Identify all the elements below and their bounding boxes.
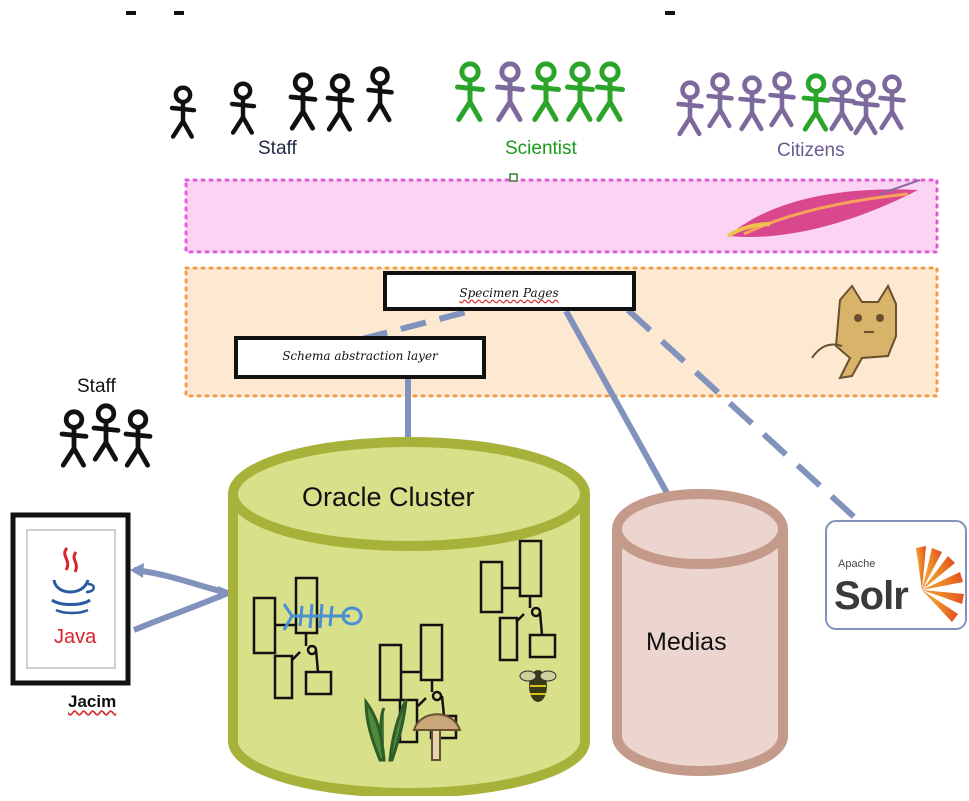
apache-feather-icon xyxy=(726,179,921,238)
citizen-figure-icon xyxy=(831,78,854,129)
schema-layer-box xyxy=(234,336,486,379)
citizens-group xyxy=(679,74,904,134)
oracle-cluster-label: Oracle Cluster xyxy=(302,482,475,512)
side-staff-label: Staff xyxy=(77,376,116,397)
medias-cylinder xyxy=(612,489,788,776)
plant-icon xyxy=(364,697,408,762)
staff-label: Staff xyxy=(258,138,297,159)
oracle-cylinder xyxy=(228,437,590,798)
scientist-figure-icon xyxy=(498,64,523,120)
java-logo-frame xyxy=(26,529,116,669)
staff-figure-icon xyxy=(369,69,392,120)
scientist-figure-icon xyxy=(458,64,483,120)
pages-to-solr-connector xyxy=(625,307,867,529)
java-cup-icon xyxy=(51,547,95,615)
record-box xyxy=(528,633,557,659)
arrowhead-icon xyxy=(218,586,232,600)
staff-figure-icon xyxy=(291,75,315,128)
staff-figure-icon xyxy=(328,76,352,129)
staff-figure-icon xyxy=(172,88,194,137)
staff-figure-icon xyxy=(62,412,86,465)
handle-marker xyxy=(509,173,518,182)
citizen-figure-icon xyxy=(855,82,878,133)
mushroom-icon xyxy=(412,713,462,761)
citizen-figure-icon xyxy=(741,78,764,129)
staff-figure-icon xyxy=(126,412,150,465)
solr-badge xyxy=(825,520,967,630)
citizen-figure-icon xyxy=(804,76,828,129)
bee-icon xyxy=(519,670,557,702)
scientist-figure-icon xyxy=(598,64,623,120)
schema-to-pages-connector xyxy=(361,307,475,342)
scientist-figure-icon xyxy=(568,64,593,120)
record-box xyxy=(498,616,519,662)
fish-skeleton-icon xyxy=(282,603,363,631)
staff-figure-icon xyxy=(232,84,254,133)
tomcat-cat-icon xyxy=(811,283,897,380)
citizen-figure-icon xyxy=(679,83,702,134)
solr-product-text: Solr xyxy=(834,574,909,618)
scientist-label: Scientist xyxy=(505,138,577,159)
staff-group xyxy=(172,69,392,137)
citizen-figure-icon xyxy=(709,75,732,126)
side-staff-group xyxy=(62,406,150,465)
top-marks xyxy=(126,11,675,15)
pages-to-medias-connector xyxy=(563,309,685,522)
arrowhead-icon xyxy=(130,563,144,578)
solr-vendor-text: Apache xyxy=(838,558,876,570)
schema-layer-label: Schema abstraction layer xyxy=(282,349,438,363)
solr-sunburst-icon xyxy=(916,546,964,622)
record-box xyxy=(304,670,333,696)
citizens-label: Citizens xyxy=(777,140,845,161)
citizen-figure-icon xyxy=(881,77,904,128)
medias-label: Medias xyxy=(646,628,727,656)
java-oracle-connector xyxy=(132,567,238,633)
specimen-trees xyxy=(252,539,557,744)
specimen-pages-label: Specimen Pages xyxy=(459,286,559,300)
scientist-group xyxy=(458,64,623,120)
java-logo-text: Java xyxy=(54,626,97,648)
record-box xyxy=(273,654,294,700)
staff-figure-icon xyxy=(94,406,118,459)
specimen-pages-box xyxy=(383,271,636,311)
jacim-label: Jacim xyxy=(68,692,117,711)
citizen-figure-icon xyxy=(771,74,794,125)
scientist-figure-icon xyxy=(534,64,559,120)
